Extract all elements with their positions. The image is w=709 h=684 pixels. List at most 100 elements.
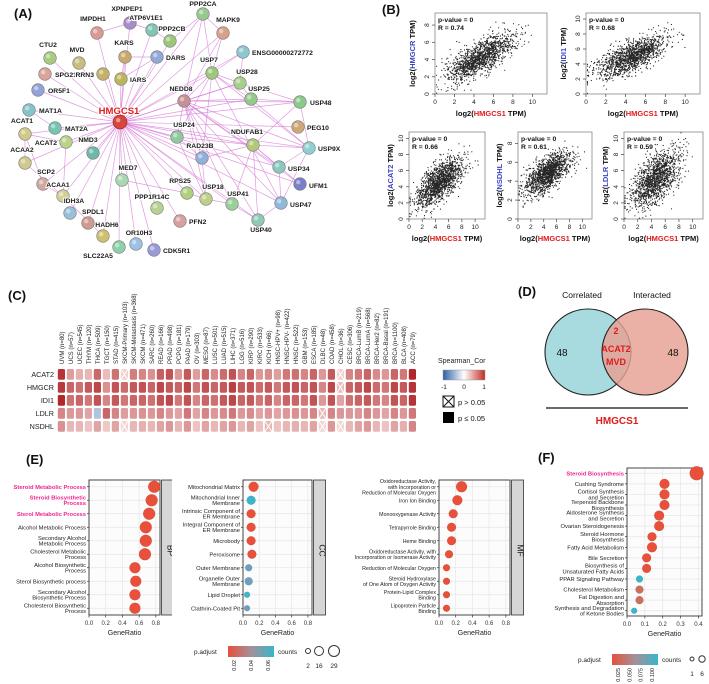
svg-text:6: 6 — [398, 168, 405, 172]
svg-text:USP40: USP40 — [250, 227, 272, 234]
network-node: USP9X — [302, 141, 342, 155]
heatmap-cell — [75, 395, 83, 406]
heatmap-cell — [147, 421, 155, 432]
heatmap-cell — [57, 369, 65, 380]
heatmap-column-label: HNSC (n=522) — [294, 324, 300, 364]
svg-text:SPDL1: SPDL1 — [82, 209, 104, 216]
heatmap-cell — [408, 382, 416, 393]
heatmap-cell — [66, 395, 74, 406]
dotplot-category-label: Lipid Droplet — [207, 593, 240, 599]
heatmap-cell — [255, 369, 263, 380]
heatmap-cell — [147, 369, 155, 380]
heatmap-cell — [138, 408, 146, 419]
panel-d-label: (D) — [518, 284, 537, 299]
p-gt-legend-icon — [442, 395, 455, 408]
counts-legend-circle — [328, 645, 340, 657]
svg-text:8: 8 — [613, 152, 620, 156]
venn-right-title: Interacted — [633, 290, 671, 300]
svg-text:Fatty Acid Metabolism: Fatty Acid Metabolism — [567, 545, 624, 551]
dotplot-point — [635, 575, 644, 583]
heatmap-cell — [300, 382, 308, 393]
svg-text:0.2: 0.2 — [659, 622, 668, 628]
svg-text:ACAT2: ACAT2 — [35, 140, 57, 147]
heatmap-cell — [192, 382, 200, 393]
padjust-legend-title: p.adjust — [194, 649, 217, 656]
dotplot-point — [653, 510, 665, 521]
svg-text:Integral Component of: Integral Component of — [183, 522, 241, 528]
heatmap-cell — [129, 421, 137, 432]
heatmap-cell — [372, 395, 380, 406]
svg-text:SCP2: SCP2 — [37, 169, 55, 176]
x-axis-label: log2(HMGCS1 TPM) — [456, 109, 527, 118]
x-axis-label: log2(HMGCS1 TPM) — [520, 234, 591, 243]
heatmap-cell — [399, 382, 407, 393]
spearman-heatmap-panel: UVM (n=80)UCS (n=57)UCEC (n=545)THYM (n=… — [0, 262, 530, 454]
heatmap-cell — [219, 421, 227, 432]
heatmap-cell — [282, 408, 290, 419]
venn-left-count: 48 — [556, 348, 568, 359]
heatmap-cell — [57, 408, 65, 419]
heatmap-cell — [201, 421, 209, 432]
heatmap-cell — [111, 382, 119, 393]
heatmap-cell — [264, 395, 272, 406]
svg-text:PPAR Signaling Pathway: PPAR Signaling Pathway — [559, 577, 624, 583]
heatmap-cell — [228, 421, 236, 432]
heatmap-cell — [111, 421, 119, 432]
heatmap-cell — [372, 421, 380, 432]
network-node: MVD — [68, 46, 86, 70]
y-axis-label: log2(IDI1 TPM) — [559, 27, 568, 80]
svg-text:HADH6: HADH6 — [95, 222, 119, 229]
heatmap-column-label: BRCA-LumA (n=568) — [366, 307, 372, 364]
svg-text:Microbody: Microbody — [213, 539, 240, 545]
svg-text:NDUFAB1: NDUFAB1 — [231, 129, 263, 136]
heatmap-cell — [381, 369, 389, 380]
dotplot-category-label: Steroid Metabolic Process — [14, 485, 86, 491]
dotplot-category-label: Reduction of Molecular Oxygen — [362, 566, 436, 572]
dotplot-point — [448, 509, 458, 519]
y-axis-label: log2(ACAT2 TPM) — [386, 144, 395, 207]
svg-text:6: 6 — [644, 99, 648, 106]
svg-text:4: 4 — [434, 224, 438, 231]
dotplot-point — [246, 536, 256, 546]
svg-text:Incorporation or Isomerase Act: Incorporation or Isomerase Activity — [355, 555, 437, 561]
network-node: ENSG00000272772 — [236, 45, 314, 59]
svg-text:0: 0 — [584, 99, 588, 106]
dotplot-category-label: Steroid Biosynthesis — [566, 471, 624, 477]
heatmap-cell — [318, 395, 326, 406]
heatmap-cell — [345, 395, 353, 406]
heatmap-column-label: STAD (n=415) — [114, 326, 120, 364]
heatmap-cell — [327, 408, 335, 419]
network-node: IARS — [114, 72, 148, 86]
svg-text:Steroid Hydroxylase: Steroid Hydroxylase — [389, 576, 436, 582]
heatmap-cell — [57, 395, 65, 406]
r-value-annotation: R = 0.66 — [412, 144, 438, 151]
svg-text:HMGCS1: HMGCS1 — [99, 106, 140, 117]
heatmap-cell — [84, 369, 92, 380]
heatmap-cell — [318, 369, 326, 380]
svg-text:Sterol Biosynthetic process: Sterol Biosynthetic process — [16, 579, 86, 585]
heatmap-cell — [408, 408, 416, 419]
heatmap-cell — [174, 369, 182, 380]
heatmap-cell — [174, 395, 182, 406]
heatmap-cell — [66, 382, 74, 393]
heatmap-column-label: HNSC-HPV- (n=422) — [285, 308, 291, 364]
svg-text:10: 10 — [575, 15, 582, 23]
dotplot-point — [635, 595, 644, 605]
heatmap-cell — [228, 369, 236, 380]
heatmap-cell — [237, 408, 245, 419]
svg-text:Cushing Syndrome: Cushing Syndrome — [575, 482, 624, 488]
heatmap-cell — [156, 395, 164, 406]
svg-text:4: 4 — [650, 224, 654, 231]
